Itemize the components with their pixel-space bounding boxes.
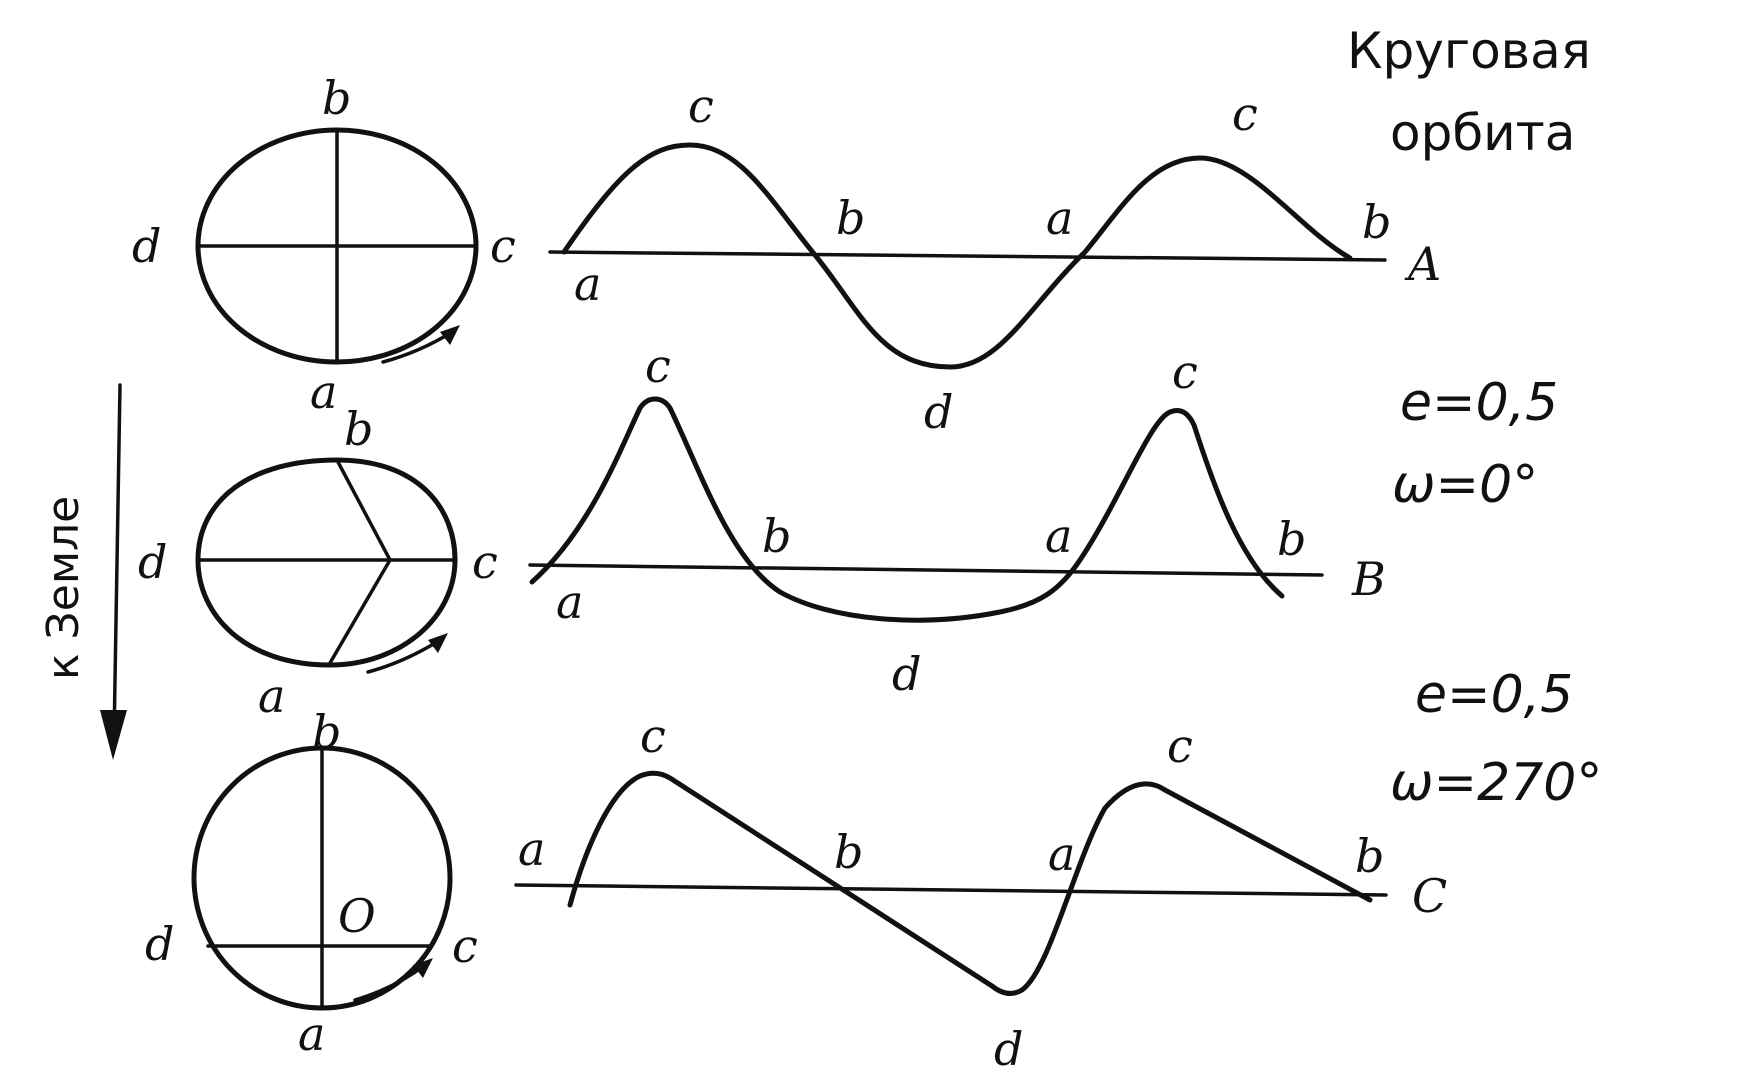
curve-b-line [529,396,1285,623]
orbit-b-ellipse [195,457,458,668]
panel-a-title-line1: Круговая [1347,22,1591,80]
curve-b-label-b2: b [1277,512,1306,566]
orbit-a-label-a: a [310,365,337,419]
panel-b-param-e: e=0,5 [1400,373,1558,433]
curve-a-label-a1: a [574,257,601,311]
curve-c-label-a1: a [518,822,545,876]
curve-b-label-d: d [892,647,921,701]
curve-c-line [567,770,1373,996]
earth-direction-arrow-shaft [112,383,122,742]
row-a-label: A [1404,237,1441,291]
orbit-a-label-b: b [322,71,351,125]
curve-a-baseline [548,250,1387,262]
curve-c-label-c1: c [640,709,666,763]
curve-c-label-b1: b [834,825,863,879]
orbit-a-label-d: d [132,219,161,273]
curve-a-label-c1: c [688,79,714,133]
earth-direction: к Земле [38,383,127,760]
curve-b-label-a1: a [556,575,583,629]
orbit-c-label-b: b [312,705,341,759]
earth-direction-arrowhead [100,710,127,760]
panel-a-title-line2: орбита [1390,104,1575,162]
orbit-b-label-c: c [472,535,498,589]
orbit-b-label-b: b [344,402,373,456]
curve-b-baseline [528,563,1324,577]
orbit-a-label-c: c [490,219,516,273]
curve-b-label-c2: c [1172,345,1198,399]
curve-c-baseline [514,883,1388,897]
curve-c-label-b2: b [1355,829,1384,883]
curve-a-label-d: d [924,385,953,439]
orbit-c-arrowhead [413,958,433,978]
orbit-c-label-o: O [338,889,376,943]
orbit-b-arrowhead [428,633,448,653]
curve-c-label-a2: a [1048,827,1075,881]
orbit-b-label-a: a [258,669,285,723]
curve-a-label-c2: c [1232,87,1258,141]
curve-c-label-d: d [994,1022,1023,1074]
panel-c-param-e: e=0,5 [1415,665,1573,725]
curve-c-label-c2: c [1167,719,1193,773]
curve-a-label-b1: b [836,191,865,245]
curve-a-label-b2: b [1362,195,1391,249]
orbit-b-label-d: d [138,535,167,589]
curve-b-label-b1: b [762,509,791,563]
orbit-c-label-a: a [298,1007,325,1061]
row-b: b d c a a c b d a c b B e=0,5 ω=0° [138,339,1558,723]
row-c-label: C [1412,869,1447,923]
orbit-a-direction-arrow [381,330,454,364]
row-a: b d c a a c b d a c b A Круговая орбита [132,22,1591,439]
orbit-a-arrowhead [440,325,460,345]
row-c: b O d c a a c b d a c b C e=0,5 ω=270° [145,665,1602,1074]
curve-b-label-a2: a [1045,509,1072,563]
orbit-c-label-d: d [145,917,174,971]
panel-c-param-w: ω=270° [1390,753,1602,813]
row-b-label: B [1351,552,1386,606]
curve-a-line [561,142,1353,370]
curve-b-label-c1: c [645,339,671,393]
panel-b-param-w: ω=0° [1392,455,1538,515]
orbit-c-label-c: c [452,919,478,973]
orbit-b-radius-lower [328,558,392,665]
curve-a-label-a2: a [1046,191,1073,245]
orbit-b-radius-upper [336,460,392,562]
earth-direction-label: к Земле [38,496,89,680]
